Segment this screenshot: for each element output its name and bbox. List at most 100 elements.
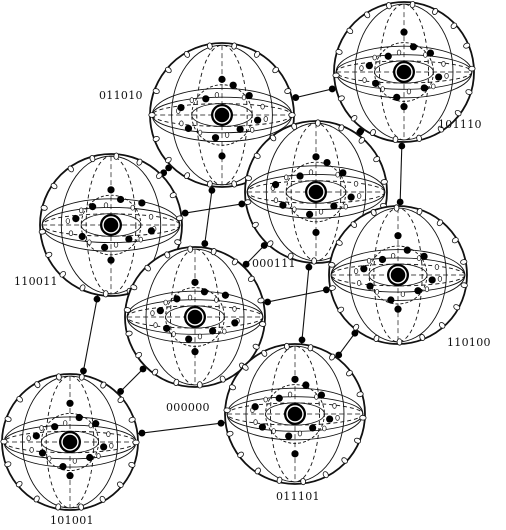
edge-node-dot bbox=[398, 142, 406, 150]
satellite-dot bbox=[59, 463, 67, 471]
satellite-dot bbox=[78, 232, 86, 241]
ring-marker bbox=[231, 180, 237, 188]
satellite-dot bbox=[89, 203, 97, 211]
node-label-000111: 000111 bbox=[252, 257, 296, 270]
ring-marker bbox=[87, 239, 92, 246]
ring-marker bbox=[263, 396, 268, 403]
ring-marker bbox=[434, 264, 440, 270]
ring-marker bbox=[224, 132, 230, 138]
ring-marker bbox=[123, 307, 131, 313]
satellite-dot bbox=[254, 116, 262, 124]
satellite-dot bbox=[38, 449, 47, 457]
center-node-core bbox=[392, 269, 404, 281]
latitude-ellipse bbox=[330, 263, 466, 287]
ring-marker bbox=[416, 208, 423, 216]
ring-marker bbox=[444, 73, 449, 79]
ring-marker bbox=[300, 477, 306, 486]
center-node-core bbox=[216, 109, 228, 121]
node-label-011101: 011101 bbox=[276, 490, 320, 503]
satellite-dot bbox=[218, 75, 226, 83]
ring-marker bbox=[244, 175, 252, 182]
ring-marker bbox=[400, 291, 406, 298]
edge-node-dot bbox=[298, 336, 306, 344]
satellite-dot bbox=[296, 172, 304, 180]
satellite-dot bbox=[420, 252, 428, 260]
ring-marker bbox=[151, 368, 159, 376]
ring-marker bbox=[59, 271, 66, 278]
edge-node-dot bbox=[396, 198, 404, 206]
ring-marker bbox=[335, 239, 343, 246]
ring-marker bbox=[356, 280, 362, 286]
ring-marker bbox=[273, 197, 279, 204]
satellite-dot bbox=[414, 287, 422, 295]
ring-marker bbox=[242, 364, 249, 371]
satellite-dot bbox=[245, 91, 253, 100]
satellite-dot bbox=[209, 327, 217, 335]
ring-marker bbox=[176, 215, 184, 222]
edge-node-dot bbox=[138, 429, 146, 437]
satellite-dot bbox=[258, 423, 266, 431]
ring-marker bbox=[187, 294, 193, 301]
ring-marker bbox=[232, 306, 237, 312]
satellite-dot bbox=[409, 43, 418, 51]
ring-marker bbox=[350, 221, 358, 228]
ring-marker bbox=[102, 290, 109, 298]
ring-marker bbox=[152, 136, 160, 142]
satellite-dot bbox=[326, 415, 334, 423]
satellite-dot bbox=[394, 232, 402, 240]
ring-marker bbox=[222, 328, 227, 335]
satellite-dot bbox=[339, 169, 347, 177]
edge-node-dot bbox=[351, 329, 359, 337]
ring-marker bbox=[337, 95, 345, 102]
satellite-dot bbox=[393, 93, 401, 101]
ring-marker bbox=[253, 50, 261, 58]
satellite-dot bbox=[75, 413, 83, 422]
ring-marker bbox=[228, 384, 236, 391]
ring-marker bbox=[156, 172, 163, 179]
ring-marker bbox=[373, 156, 381, 163]
sphere-110100 bbox=[328, 204, 468, 346]
ring-marker bbox=[291, 123, 298, 131]
ring-marker bbox=[335, 49, 343, 55]
ring-marker bbox=[39, 425, 44, 431]
ring-marker bbox=[152, 88, 160, 94]
satellite-dot bbox=[291, 450, 299, 458]
ring-marker bbox=[335, 415, 340, 421]
ring-marker bbox=[99, 495, 106, 503]
ring-marker bbox=[132, 439, 140, 446]
ring-marker bbox=[257, 297, 265, 304]
ring-marker bbox=[451, 237, 459, 244]
ring-marker bbox=[356, 193, 362, 199]
satellite-dot bbox=[163, 324, 171, 332]
ring-marker bbox=[0, 438, 8, 445]
ring-marker bbox=[56, 373, 62, 381]
satellite-dot bbox=[360, 265, 368, 273]
ring-marker bbox=[214, 297, 219, 303]
satellite-dot bbox=[271, 181, 280, 189]
satellite-dot bbox=[279, 201, 287, 209]
ring-marker bbox=[436, 219, 444, 227]
ring-marker bbox=[284, 174, 289, 181]
sphere-layer bbox=[0, 0, 476, 511]
satellite-dot bbox=[302, 381, 310, 389]
ring-marker bbox=[79, 207, 84, 214]
ring-marker bbox=[332, 72, 340, 79]
satellite-dot bbox=[100, 443, 108, 451]
center-node-core bbox=[289, 408, 301, 420]
ring-marker bbox=[284, 88, 292, 94]
ring-marker bbox=[393, 204, 400, 212]
center-node-ring bbox=[102, 216, 120, 234]
satellite-dot bbox=[285, 432, 293, 440]
ring-marker bbox=[130, 204, 135, 211]
satellite-dot bbox=[200, 288, 209, 296]
ring-marker bbox=[163, 299, 168, 306]
satellite-dot bbox=[366, 282, 374, 290]
ring-marker bbox=[226, 430, 234, 437]
ring-marker bbox=[297, 430, 303, 437]
ring-marker bbox=[437, 275, 443, 282]
edge-node-dot bbox=[201, 240, 209, 247]
ring-marker bbox=[335, 171, 340, 178]
ring-marker bbox=[171, 331, 176, 337]
satellite-dot bbox=[251, 403, 259, 411]
center-node-ring bbox=[186, 308, 204, 326]
